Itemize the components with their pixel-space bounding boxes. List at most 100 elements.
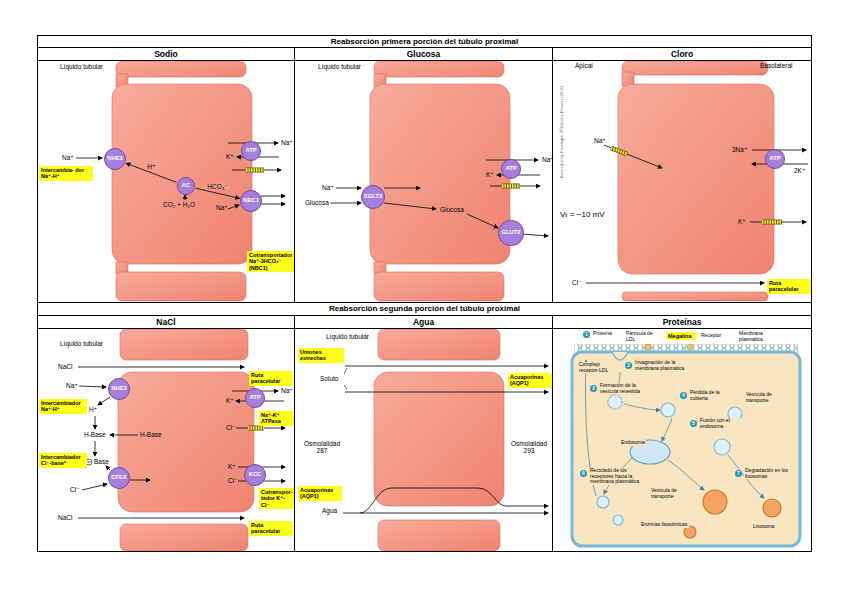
highlight-tag: Ruta paracelular <box>249 371 293 386</box>
callout-number: 6 <box>580 470 587 477</box>
diagram-label: Endosoma <box>620 440 646 446</box>
tag-text: Cotranspor- tador K⁺-Cl⁻ <box>261 489 293 508</box>
transporter-circle: ATP <box>765 149 785 169</box>
nacl-cell-part <box>78 518 244 519</box>
endocytosis-illustration-part <box>613 515 623 525</box>
diagram-label: Invaginación de la membrana plasmática <box>634 360 698 371</box>
diagram-label: Base <box>94 458 109 465</box>
sodio-cell-part <box>246 168 264 173</box>
callout-number: 3 <box>590 385 597 392</box>
diagram-label: H-Base <box>140 431 162 438</box>
reaction-arrow <box>126 163 176 182</box>
transporter-name: NBC1 <box>243 198 259 204</box>
nacl-cell-part <box>95 441 96 456</box>
transporter-circle: AC <box>177 177 195 195</box>
callout-number: 1 <box>583 331 590 338</box>
nacl-cell-part <box>120 524 248 551</box>
diagram-label: Glucosa <box>305 199 329 206</box>
transporter-circle: KCC <box>244 464 266 486</box>
callout-number: 4 <box>680 392 687 399</box>
agua-cell-part <box>344 368 347 390</box>
diagram-label: Líquido tubular <box>318 63 361 70</box>
diagram-label: Soluto <box>320 375 338 382</box>
diagram-label: Proteína <box>592 331 613 337</box>
section-band: Reabsorción segunda porción del túbulo p… <box>37 302 812 316</box>
table-cell-panel: SodioNHE3Intercambia- dor Na⁺-H⁺ACATPNBC… <box>37 47 295 303</box>
transporter-circle: ATP <box>501 159 521 179</box>
transporter-name: AC <box>182 183 190 189</box>
diagram-label: 3Na⁺ <box>732 146 747 153</box>
highlight-tag: Intercambiador Cl⁻-base* <box>39 453 87 468</box>
sodio-cell-part <box>185 195 186 200</box>
cloro-cell-part <box>622 292 768 301</box>
agua-cell-part <box>343 513 548 514</box>
agua-cell-part <box>378 329 500 360</box>
nacl-cell-part <box>79 386 106 387</box>
diagram-label: Na⁺ <box>66 382 78 389</box>
nacl-cell-part <box>120 329 248 360</box>
endocytosis-illustration-part <box>612 352 628 360</box>
diagram-label: Membrana plasmática <box>738 331 786 342</box>
diagram-label: Degradación en los lisosomas <box>744 468 793 479</box>
transporter-circle: ATP <box>241 141 261 161</box>
diagram-label: NaCl <box>58 363 72 370</box>
cloro-cell-part <box>750 222 806 223</box>
agua-cell-part <box>345 366 548 367</box>
table-cell-panel: GlucosaSGLT2ATPGLUT2 <box>294 47 553 303</box>
table-cell-panel: ProteínasMegalina <box>552 315 812 552</box>
diagram-label: Cl⁻ <box>226 424 236 431</box>
transporter-name: ATP <box>505 166 516 172</box>
cloro-cell-part <box>611 148 627 154</box>
cloro-cell <box>586 61 808 301</box>
glucosa-cell-part <box>490 186 540 187</box>
sodio-cell-part <box>261 204 285 205</box>
transporter-name: GLUT2 <box>501 230 520 236</box>
diagram-label: Na⁺ <box>322 184 334 191</box>
tag-text: Acuaporinas (AQP1) <box>510 374 550 387</box>
highlight-tag: Acuaporinas (AQP1) <box>298 486 342 501</box>
diagram-label: K⁺ <box>738 218 746 225</box>
diagram-label: H-Base <box>84 431 106 438</box>
callout-number: 7 <box>735 470 742 477</box>
sodio-cell-part <box>246 168 264 171</box>
diagram-label: Complejo receptor-LDL <box>578 362 618 373</box>
nacl-cell-part <box>248 426 264 431</box>
endocytosis-illustration-part <box>684 526 696 538</box>
cloro-cell-part <box>618 84 774 274</box>
diagram-label: K⁺ <box>228 463 236 470</box>
endocytosis-illustration-part <box>624 404 660 410</box>
diagram-label: Formación de la vesícula revestida <box>599 383 648 394</box>
diagram-label: Partícula de LDL <box>625 331 661 342</box>
cloro-cell-part <box>622 61 768 75</box>
highlight-tag: Ruta paracelular <box>767 279 811 294</box>
transporter-circle: GLUT2 <box>498 220 523 245</box>
cloro-cell-part <box>762 220 782 225</box>
transporter-name: ATP <box>769 156 780 162</box>
transporter-circle: NHE3 <box>108 378 130 400</box>
nacl-cell-part <box>106 466 110 470</box>
highlight-tag: Cotranspor- tador K⁺-Cl⁻ <box>259 488 295 509</box>
sodio-cell-part <box>116 272 246 301</box>
tag-text: Ruta paracelular <box>251 522 291 535</box>
panel-heading: NaCl <box>38 316 294 329</box>
diagram-label: Reciclado de los receptores hacia la mem… <box>589 468 643 485</box>
glucosa-cell-part <box>370 84 510 264</box>
diagram-label: Osmolalidad 287 <box>300 440 344 455</box>
cloro-cell-part <box>586 283 764 284</box>
diagram-label: Apical <box>575 62 593 69</box>
diagram-label: Líquido tubular <box>326 333 369 340</box>
endocytosis-illustration-part <box>661 403 675 417</box>
section-heading: Reabsorción segunda porción del túbulo p… <box>38 303 811 314</box>
endocytosis-illustration-part <box>608 395 622 409</box>
diagram-label: Na⁺ <box>542 156 554 163</box>
glucosa-cell-part <box>384 203 436 209</box>
cloro-cell-part <box>611 148 627 154</box>
edge-label: H⁺ <box>146 163 156 170</box>
diagram-label: Na⁺ <box>62 154 74 161</box>
nacl-cell-part <box>78 367 244 368</box>
glucosa-cell-part <box>502 184 520 187</box>
endocytosis-illustration-part <box>668 460 704 490</box>
highlight-tag: Intercambia- dor Na⁺-H⁺ <box>39 166 93 181</box>
